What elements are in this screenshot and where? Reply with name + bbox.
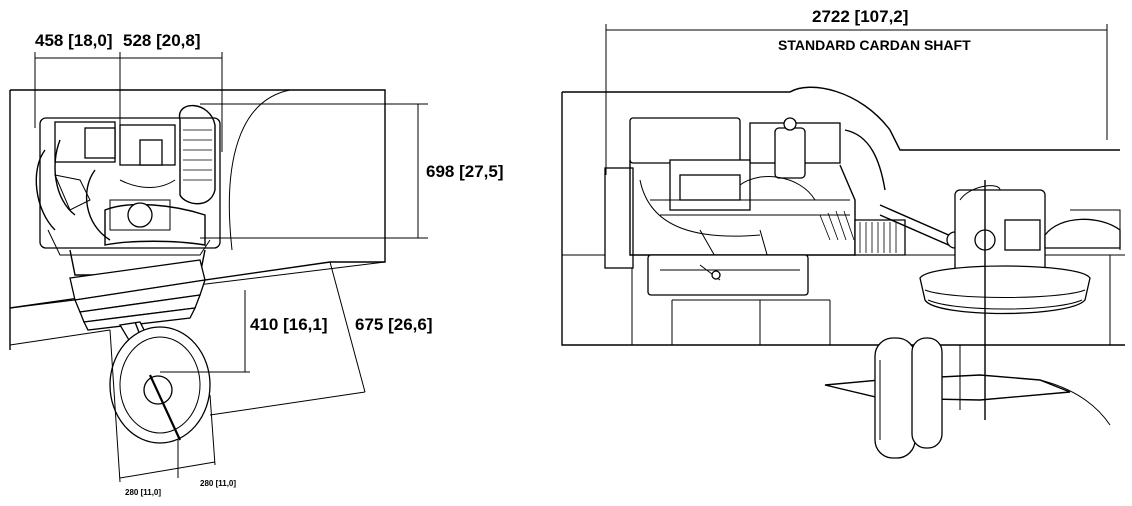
right-stern-drive [919, 180, 1121, 420]
dim-top-left-label: 458 [18,0] [35, 31, 113, 50]
right-propeller [824, 337, 1111, 459]
left-drive-bellows [69, 259, 206, 331]
right-engine-block [604, 117, 886, 296]
dim-height-label: 698 [27,5] [426, 162, 504, 181]
shaft-label: STANDARD CARDAN SHAFT [778, 37, 971, 53]
dim-drive-outer-label: 675 [26,6] [355, 315, 433, 334]
right-cardan-shaft [854, 204, 964, 256]
dim-length-label: 2722 [107,2] [812, 7, 908, 26]
left-rear-view: 458 [18,0] 528 [20,8] 698 [27,5] 410 [16… [9, 31, 504, 497]
dim-drive-inner-label: 410 [16,1] [250, 315, 328, 334]
left-dimension-lines [34, 52, 428, 483]
left-engine-block [35, 104, 221, 276]
right-dimension-lines [605, 24, 1108, 175]
right-side-view: 2722 [107,2] STANDARD CARDAN SHAFT [561, 7, 1125, 459]
left-propeller [109, 326, 211, 444]
dim-top-right-label: 528 [20,8] [123, 31, 201, 50]
dim-prop-right-label: 280 [11,0] [200, 479, 236, 488]
dim-prop-left-label: 280 [11,0] [125, 488, 161, 497]
